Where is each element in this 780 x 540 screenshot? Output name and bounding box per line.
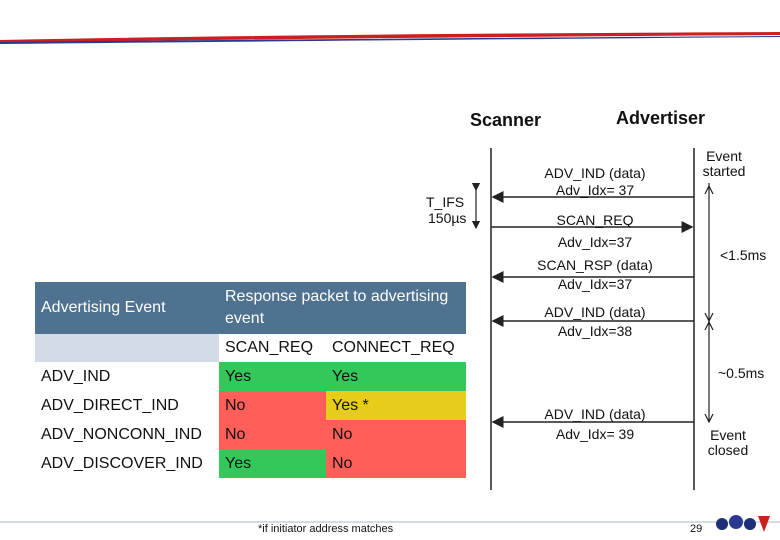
row-adv-direct-ind-connect-req: Yes * — [326, 391, 466, 420]
subheader-scan-req: SCAN_REQ — [219, 334, 326, 362]
row-adv-nonconn-ind-scan-req: No — [219, 420, 326, 449]
row-adv-discover-ind-connect-req: No — [326, 449, 466, 478]
col-header-response-packet: Response packet to advertising event — [219, 282, 466, 334]
msg-3-idx: Adv_Idx=37 — [557, 276, 633, 292]
row-event-adv-discover-ind: ADV_DISCOVER_IND — [35, 449, 219, 478]
company-logo — [716, 515, 770, 532]
subheader-connect-req: CONNECT_REQ — [326, 334, 466, 362]
advertising-event-table: Advertising Event Response packet to adv… — [35, 282, 466, 478]
col-header-advertising-event: Advertising Event — [35, 282, 219, 334]
row-adv-discover-ind-scan-req: Yes — [219, 449, 326, 478]
event-started-label: Event started — [702, 148, 746, 179]
row-adv-ind-connect-req: Yes — [326, 362, 466, 391]
page-number: 29 — [690, 523, 703, 535]
msg-2-idx: Adv_Idx=37 — [557, 234, 633, 250]
row-adv-direct-ind-scan-req: No — [219, 391, 326, 420]
subheader-spacer — [35, 334, 219, 362]
lt-1-5ms-label: <1.5ms — [720, 247, 767, 263]
scanner-header: Scanner — [470, 110, 542, 130]
row-event-adv-ind: ADV_IND — [35, 362, 219, 391]
approx-0-5ms-label: ~0.5ms — [718, 365, 765, 381]
msg-2-name: SCAN_REQ — [556, 212, 634, 228]
row-event-adv-direct-ind: ADV_DIRECT_IND — [35, 391, 219, 420]
row-event-adv-nonconn-ind: ADV_NONCONN_IND — [35, 420, 219, 449]
msg-4-idx: Adv_Idx=38 — [557, 323, 633, 339]
msg-1-name: ADV_IND (data) — [544, 165, 646, 181]
msg-3-name: SCAN_RSP (data) — [537, 257, 653, 273]
event-closed-label: Event closed — [707, 427, 749, 458]
t-ifs-value: 150µs — [428, 210, 467, 226]
msg-5-idx: Adv_Idx= 39 — [555, 426, 635, 442]
t-ifs-label: T_IFS — [426, 194, 465, 210]
footnote: *if initiator address matches — [258, 523, 394, 535]
advertiser-header: Advertiser — [616, 108, 706, 128]
msg-5-name: ADV_IND (data) — [544, 406, 646, 422]
msg-1-idx: Adv_Idx= 37 — [555, 182, 635, 198]
msg-4-name: ADV_IND (data) — [544, 304, 646, 320]
top-banner-stripe — [0, 32, 780, 44]
row-adv-nonconn-ind-connect-req: No — [326, 420, 466, 449]
row-adv-ind-scan-req: Yes — [219, 362, 326, 391]
